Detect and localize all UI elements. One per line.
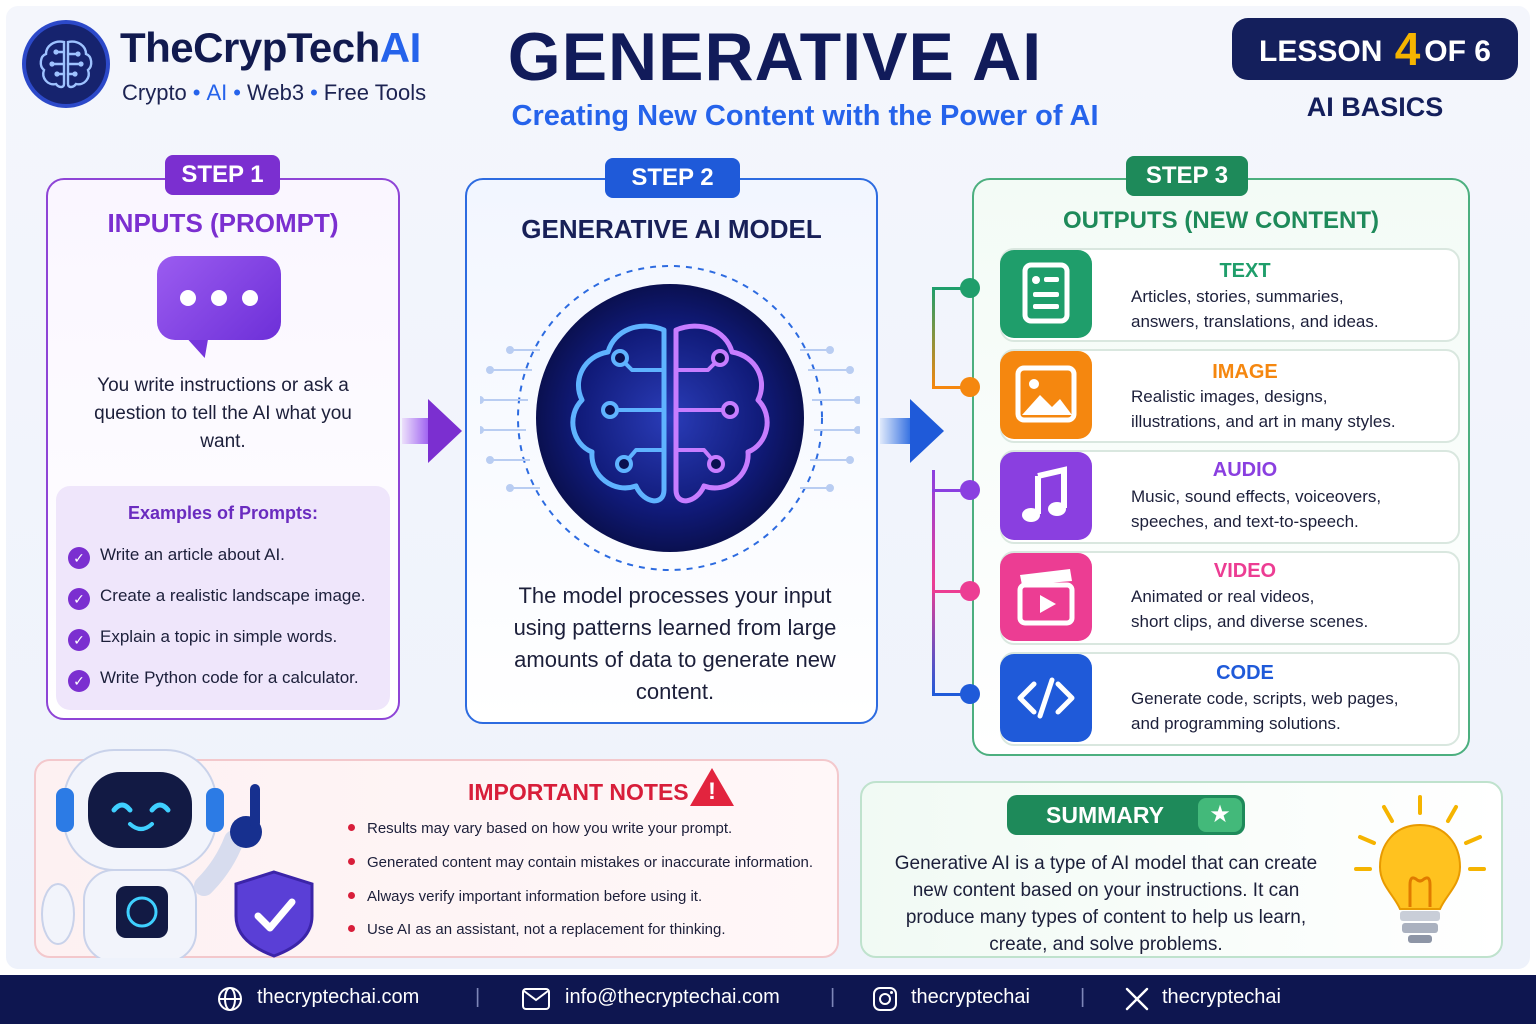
footer-separator: | [475, 986, 481, 1008]
step1-badge: STEP 1 [165, 155, 280, 195]
prompt-examples-box [56, 486, 390, 710]
footer-instagram-link[interactable]: thecryptechai [911, 986, 1030, 1008]
connector-dot [960, 684, 980, 704]
step1-heading: INPUTS (PROMPT) [107, 208, 339, 238]
footer-email-link[interactable]: info@thecryptechai.com [565, 986, 780, 1008]
connector-line [932, 288, 935, 388]
note-item: Results may vary based on how you write … [348, 820, 732, 837]
footer-separator: | [830, 986, 836, 1008]
footer-website-link[interactable]: thecryptechai.com [257, 986, 420, 1008]
step2-description: The model processes your input using pat… [513, 583, 837, 704]
connector-dot [960, 377, 980, 397]
footer-separator: | [1080, 986, 1086, 1008]
video-clapper-icon [1000, 553, 1092, 641]
example-item: ✓Create a realistic landscape image. [68, 586, 366, 610]
output-title: AUDIO [1212, 459, 1278, 481]
code-brackets-icon [1000, 654, 1092, 742]
bubble-dot [180, 290, 196, 306]
step2-badge: STEP 2 [605, 158, 740, 198]
instagram-icon [873, 987, 897, 1011]
brand-logo [22, 20, 110, 108]
brain-circuit-icon [480, 265, 860, 571]
notes-title: IMPORTANT NOTES [468, 779, 689, 805]
output-description: Animated or real videos,short clips, and… [1131, 587, 1369, 631]
examples-title: Examples of Prompts: [127, 503, 319, 523]
summary-text: Generative AI is a type of AI model that… [894, 853, 1318, 955]
output-title: IMAGE [1212, 361, 1278, 383]
output-title: VIDEO [1213, 560, 1277, 582]
email-icon [522, 988, 550, 1010]
connector-branch [932, 489, 968, 492]
connector-dot [960, 278, 980, 298]
step2-heading: GENERATIVE AI MODEL [521, 214, 822, 244]
step1-description: You write instructions or ask a question… [94, 375, 352, 452]
connector-branch [932, 693, 968, 696]
check-icon: ✓ [68, 670, 90, 692]
connector-branch [932, 590, 968, 593]
example-item: ✓Explain a topic in simple words. [68, 627, 337, 651]
arrow-shaft [402, 418, 430, 444]
example-item: ✓Write an article about AI. [68, 545, 285, 569]
output-description: Generate code, scripts, web pages,and pr… [1131, 689, 1399, 733]
bubble-dot [211, 290, 227, 306]
step3-heading: OUTPUTS (NEW CONTENT) [1063, 207, 1379, 234]
brand-name: TheCrypTechAI [120, 24, 421, 71]
globe-icon [218, 987, 242, 1011]
output-description: Music, sound effects, voiceovers,speeche… [1131, 487, 1382, 531]
connector-dot [960, 581, 980, 601]
star-icon: ★ [1198, 798, 1242, 832]
output-description: Realistic images, designs,illustrations,… [1131, 387, 1396, 431]
step3-badge: STEP 3 [1126, 156, 1248, 196]
lightbulb-icon [1354, 795, 1486, 943]
warning-icon [690, 768, 734, 806]
document-icon [1000, 250, 1092, 338]
arrow-right-icon [428, 399, 462, 463]
robot-mascot-icon [41, 749, 314, 958]
output-description: Articles, stories, summaries,answers, tr… [1131, 287, 1379, 331]
check-icon: ✓ [68, 629, 90, 651]
arrow-shaft [880, 418, 912, 444]
arrow-right-icon [910, 399, 944, 463]
x-logo-icon [1125, 987, 1149, 1011]
connector-branch [932, 287, 968, 290]
bubble-dot [242, 290, 258, 306]
image-icon [1000, 351, 1092, 439]
lesson-category: AI BASICS [1306, 92, 1444, 122]
warning-mark: ! [708, 778, 716, 805]
footer-x-link[interactable]: thecryptechai [1162, 986, 1281, 1008]
output-title: TEXT [1219, 260, 1271, 282]
note-item: Use AI as an assistant, not a replacemen… [348, 921, 726, 938]
check-icon: ✓ [68, 547, 90, 569]
music-note-icon [1000, 452, 1092, 540]
connector-branch [932, 386, 968, 389]
check-icon: ✓ [68, 588, 90, 610]
connector-dot [960, 480, 980, 500]
brand-tagline: Crypto•AI•Web3•Free Tools [122, 80, 427, 105]
note-item: Always verify important information befo… [348, 888, 702, 905]
note-item: Generated content may contain mistakes o… [348, 854, 813, 871]
page-subtitle: Creating New Content with the Power of A… [511, 100, 1099, 132]
brain-logo-icon [39, 40, 93, 89]
example-item: ✓Write Python code for a calculator. [68, 668, 359, 692]
page-title: GENERATIVE AI [507, 19, 1043, 95]
output-title: CODE [1216, 662, 1274, 684]
connector-line [932, 470, 935, 696]
footer-bar [0, 975, 1536, 1024]
